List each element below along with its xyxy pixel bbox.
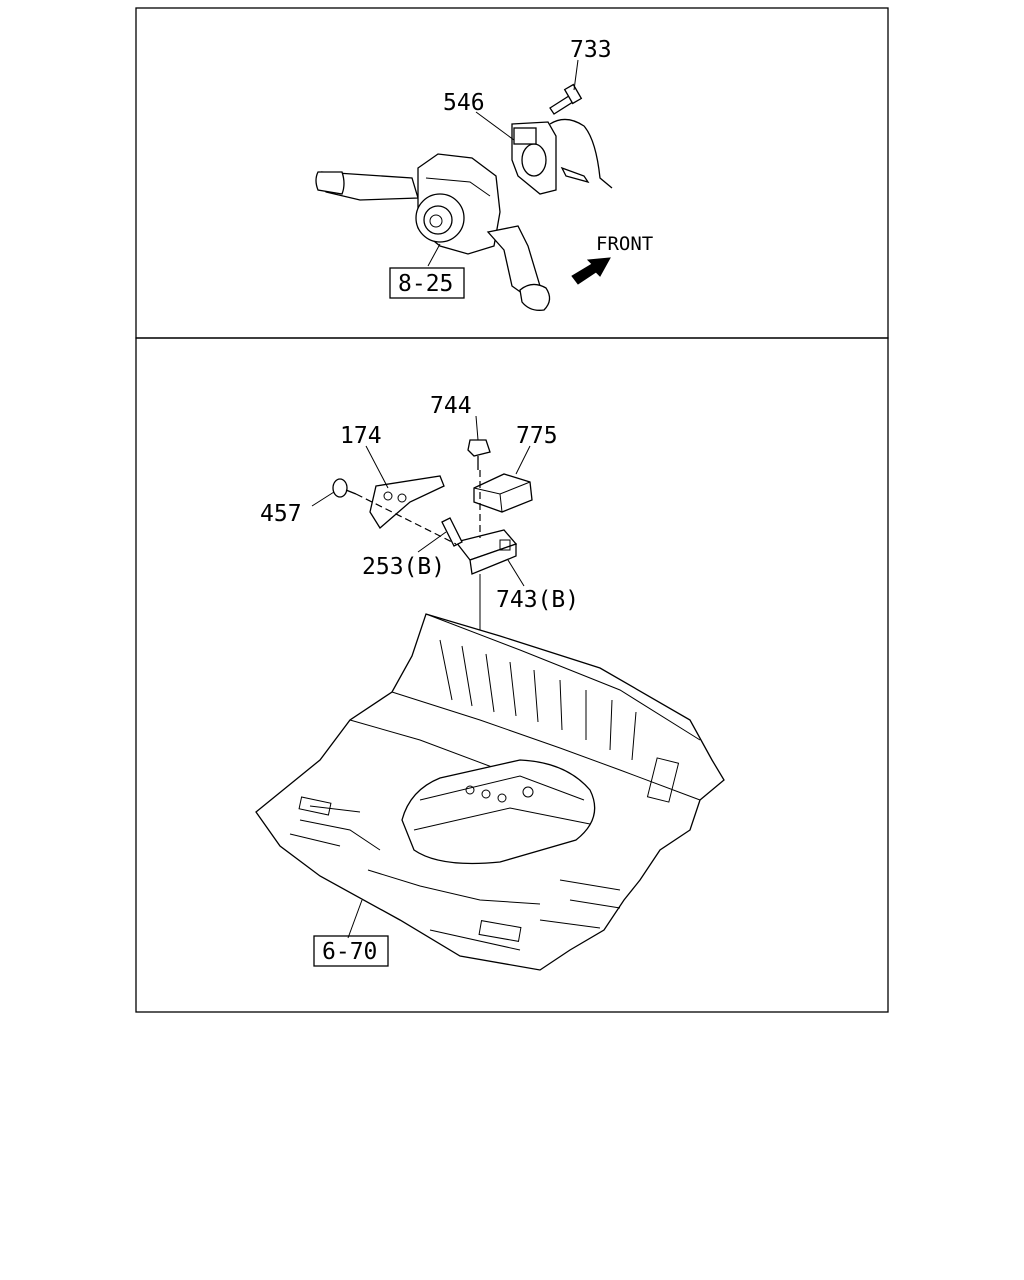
airbag-sensor-775 bbox=[473, 473, 533, 513]
callout-775: 775 bbox=[516, 423, 558, 449]
ref-box-8-25 bbox=[389, 267, 465, 299]
bottom-panel-frame bbox=[135, 337, 889, 1013]
bracket-174 bbox=[369, 475, 445, 529]
front-arrow-icon bbox=[571, 257, 611, 285]
bracket-743b bbox=[454, 529, 518, 575]
front-label: FRONT bbox=[596, 233, 653, 255]
callout-733: 733 bbox=[570, 37, 612, 63]
bolt-457 bbox=[332, 478, 357, 498]
steering-angle-sensor bbox=[511, 118, 613, 195]
nut-744 bbox=[467, 439, 491, 470]
ref-6-70: 6-70 bbox=[322, 939, 377, 965]
callout-546: 546 bbox=[443, 90, 485, 116]
callout-744: 744 bbox=[430, 393, 472, 419]
bolt-253b bbox=[441, 517, 463, 547]
callout-253b: 253(B) bbox=[362, 554, 445, 580]
bolt-733 bbox=[549, 83, 583, 115]
top-panel-frame bbox=[135, 7, 889, 339]
combination-switch-assembly bbox=[315, 153, 551, 311]
callout-174: 174 bbox=[340, 423, 382, 449]
ref-8-25: 8-25 bbox=[398, 271, 453, 297]
callout-457: 457 bbox=[260, 501, 302, 527]
ref-box-6-70 bbox=[313, 935, 389, 967]
floor-panel bbox=[255, 613, 725, 971]
callout-743b: 743(B) bbox=[496, 587, 579, 613]
